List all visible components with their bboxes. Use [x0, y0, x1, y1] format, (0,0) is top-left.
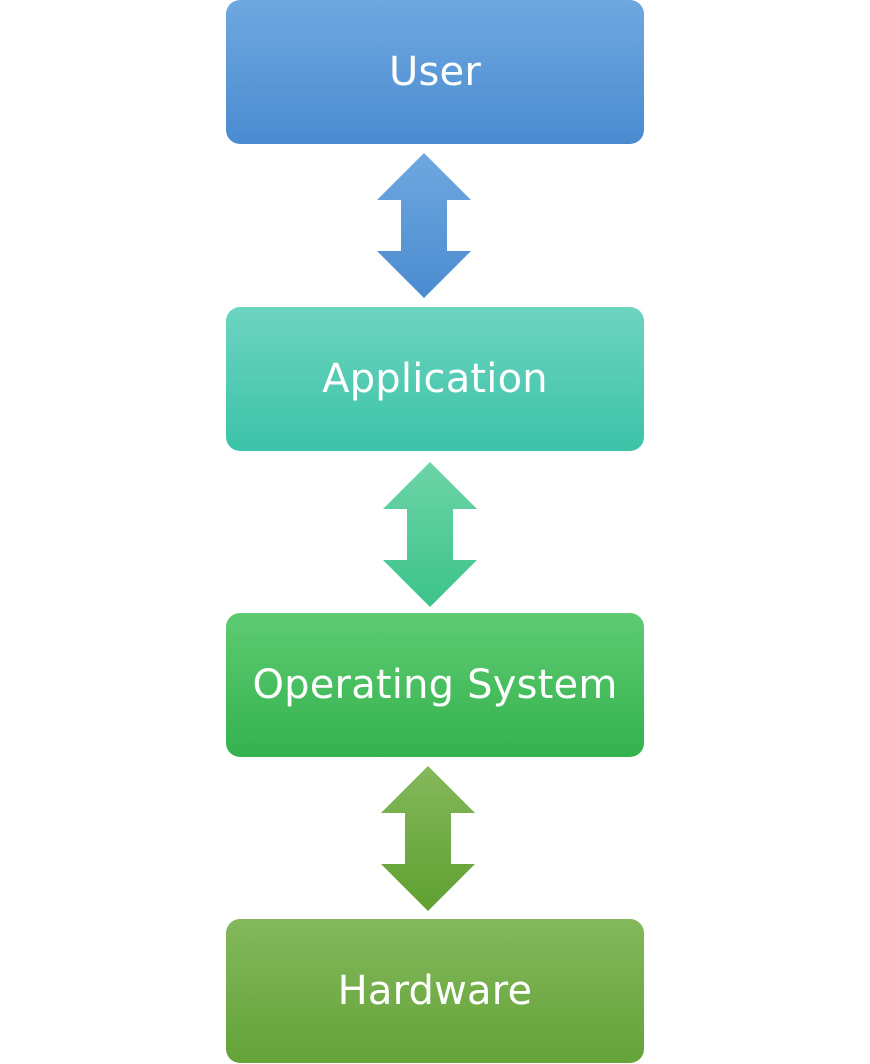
- layer-user: User: [226, 0, 644, 144]
- double-arrow-os-hardware-icon: [381, 766, 475, 911]
- double-arrow-application-os-icon: [383, 462, 477, 607]
- double-arrow-user-application-icon: [377, 153, 471, 298]
- layer-application-label: Application: [322, 356, 548, 402]
- layer-application: Application: [226, 307, 644, 451]
- layer-hardware: Hardware: [226, 919, 644, 1063]
- layer-hardware-label: Hardware: [337, 968, 533, 1014]
- layer-operating-system-label: Operating System: [252, 662, 618, 708]
- layer-operating-system: Operating System: [226, 613, 644, 757]
- layer-user-label: User: [389, 49, 481, 95]
